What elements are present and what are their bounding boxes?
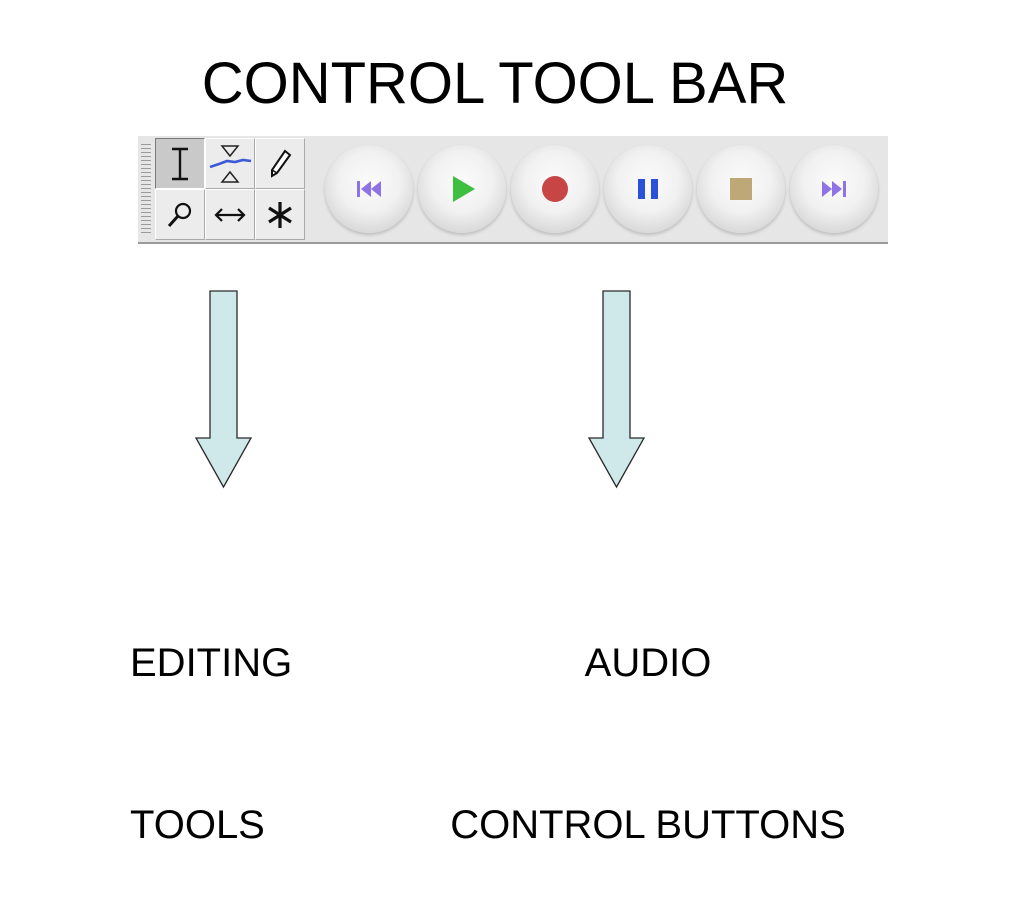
time-shift-tool-button[interactable] bbox=[205, 189, 255, 240]
audio-controls-label-line1: AUDIO bbox=[584, 641, 712, 685]
skip-to-start-button[interactable] bbox=[325, 145, 413, 233]
skip-to-end-button[interactable] bbox=[790, 145, 878, 233]
stop-icon bbox=[730, 178, 752, 200]
editing-tools-label: EDITING TOOLS bbox=[130, 528, 292, 906]
asterisk-icon bbox=[268, 201, 292, 228]
double-arrow-icon bbox=[214, 207, 246, 222]
multi-tool-button[interactable] bbox=[255, 189, 305, 240]
pause-button[interactable] bbox=[604, 145, 692, 233]
down-arrow-audio bbox=[587, 290, 646, 489]
editing-tools-label-line2: TOOLS bbox=[130, 803, 265, 847]
down-arrow-editing bbox=[194, 290, 253, 489]
pause-icon bbox=[638, 179, 658, 199]
audio-controls-label: AUDIO CONTROL BUTTONS bbox=[438, 528, 858, 906]
audio-controls-label-line2: CONTROL BUTTONS bbox=[450, 803, 846, 847]
record-button[interactable] bbox=[511, 145, 599, 233]
magnifier-icon bbox=[167, 202, 192, 227]
envelope-icon bbox=[209, 144, 252, 183]
pencil-icon bbox=[271, 149, 292, 178]
editing-tools-group bbox=[155, 138, 305, 240]
editing-tools-label-line1: EDITING bbox=[130, 641, 293, 685]
toolbar-grip-handle[interactable] bbox=[141, 144, 151, 236]
play-icon bbox=[453, 176, 475, 202]
skip-start-icon bbox=[357, 181, 381, 197]
stop-button[interactable] bbox=[697, 145, 785, 233]
page-title: CONTROL TOOL BAR bbox=[201, 51, 789, 116]
envelope-tool-button[interactable] bbox=[205, 138, 255, 189]
skip-end-icon bbox=[822, 181, 846, 197]
zoom-tool-button[interactable] bbox=[155, 189, 205, 240]
i-beam-icon bbox=[172, 147, 188, 180]
record-icon bbox=[542, 176, 568, 202]
control-toolbar bbox=[138, 136, 888, 244]
play-button[interactable] bbox=[418, 145, 506, 233]
draw-tool-button[interactable] bbox=[255, 138, 305, 189]
selection-tool-button[interactable] bbox=[155, 138, 205, 189]
